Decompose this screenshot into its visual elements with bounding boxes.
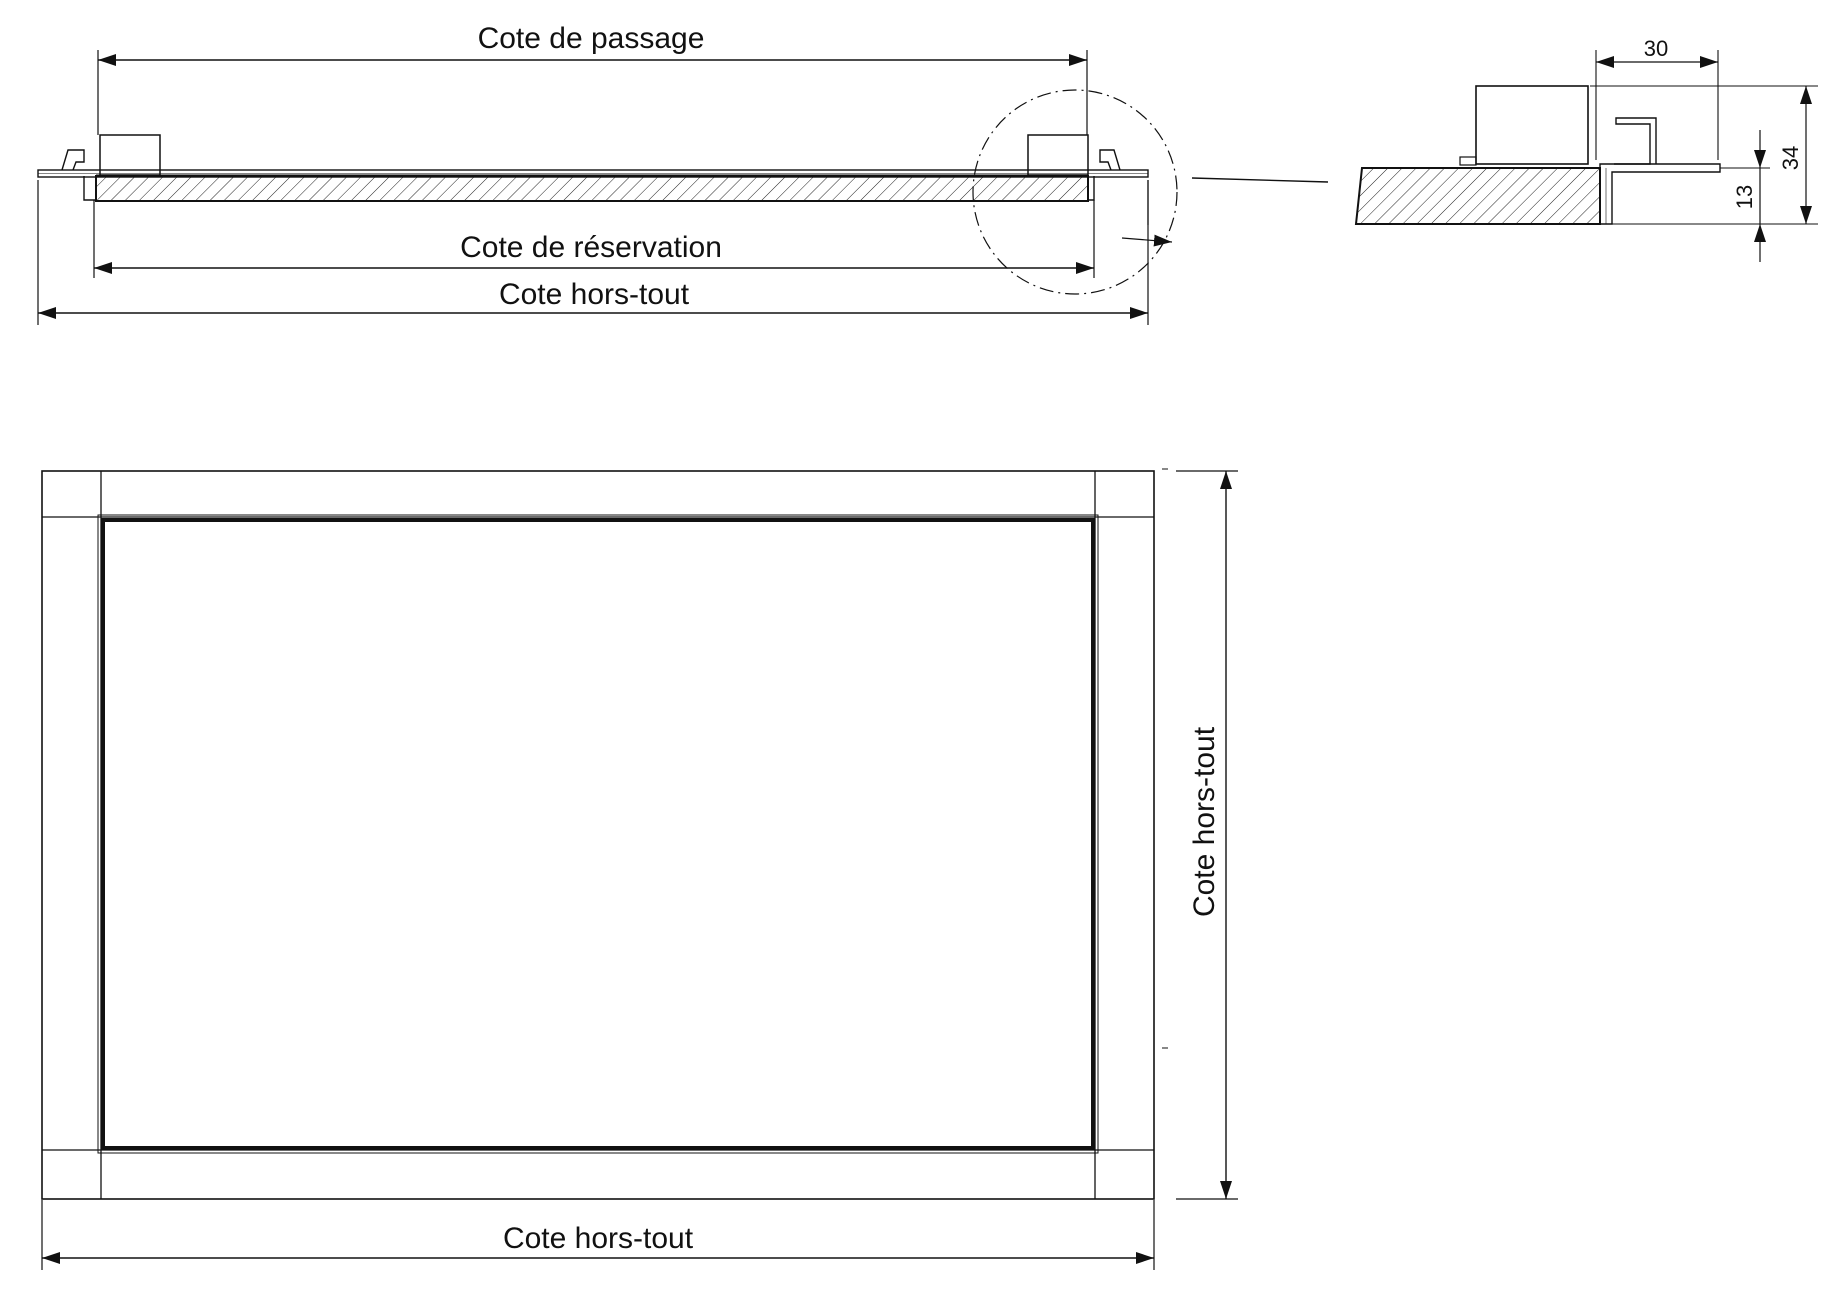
dim-30-value: 30 [1644,36,1668,61]
detail-callout [972,89,1329,295]
dim-34-value: 34 [1778,146,1803,170]
detail-block [1475,85,1589,165]
plan-width-label: Cote hors-tout [503,1222,694,1255]
plan-view: Cote hors-tout Cote hors-tout [41,468,1238,1270]
detail-view: 30 34 13 [1354,36,1818,262]
plan-height-label: Cote hors-tout [1188,726,1221,917]
plan-width-dimension: Cote hors-tout [41,1200,1155,1270]
dim-30: 30 [1595,36,1719,160]
plan-height-dimension: Cote hors-tout [1162,468,1238,1200]
hatched-panel [95,175,1089,202]
overall-dimension-section: Cote hors-tout [37,180,1149,325]
passage-label: Cote de passage [478,22,705,55]
section-view: Cote de passage Cote de réservation [37,22,1329,325]
reservation-label: Cote de réservation [460,231,722,264]
plan-outer-frame [41,470,1155,1200]
dim-34: 34 [1590,85,1818,225]
dim-13: 13 [1720,130,1770,262]
left-bracket [61,134,161,201]
plan-inner-panel [101,518,1095,1150]
passage-dimension: Cote de passage [97,22,1088,135]
reservation-dimension: Cote de réservation [93,200,1095,278]
detail-panel [1354,167,1601,225]
overall-label-section: Cote hors-tout [499,278,690,311]
dim-13-value: 13 [1732,185,1757,209]
